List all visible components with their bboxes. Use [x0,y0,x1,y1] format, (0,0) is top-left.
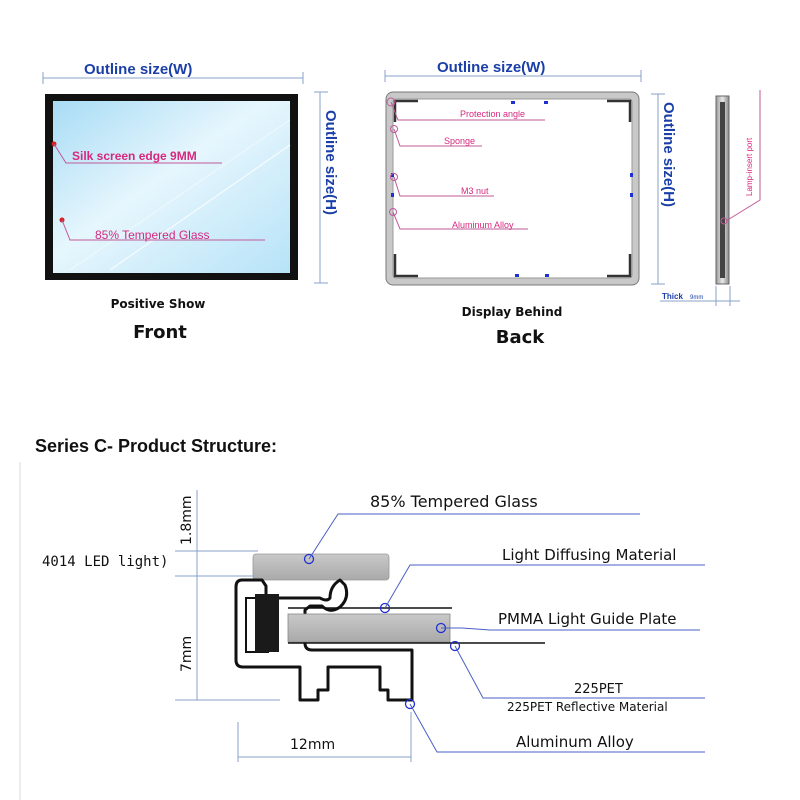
back-caption: Back [496,327,546,348]
structure-title: Series C- Product Structure: [35,436,277,456]
tempered-glass-label: 85% Tempered Glass [370,492,538,511]
front-outline-height-label: Outline size(H) [322,110,339,215]
lamp-insert-port-label: Lamp-insert port [745,137,754,196]
dim-12mm: 12mm [290,737,335,753]
structure-section: Series C- Product Structure: 1.8mm 7mm 4… [19,436,705,800]
front-caption: Front [133,322,187,343]
aluminum-alloy-back-label: Aluminum Alloy [452,220,514,230]
back-caption-small: Display Behind [462,305,563,319]
aluminum-alloy-label: Aluminum Alloy [516,733,634,751]
pmma-plate [287,613,451,643]
side-view: Lamp-insert port Thick 9mm [660,90,761,306]
front-caption-small: Positive Show [111,297,206,311]
silk-screen-label: Silk screen edge 9MM [72,149,197,163]
light-diffusing-label: Light Diffusing Material [502,546,676,564]
led-light-label: 4014 LED light) [42,554,168,570]
corner-brackets [393,99,632,278]
frame-markers [391,101,633,277]
front-outline-width-label: Outline size(W) [84,61,192,78]
back-inner [392,98,633,279]
pmma-label: PMMA Light Guide Plate [498,610,677,628]
thick-value: 9mm [690,295,703,301]
m3-nut-label: M3 nut [461,186,489,196]
back-view: Outline size(W) Protection angle [384,59,677,348]
led-block [255,594,279,652]
dim-1-8mm: 1.8mm [179,495,195,545]
thick-label: Thick [662,292,683,301]
front-glass-label: 85% Tempered Glass [95,228,210,242]
sponge-label: Sponge [444,136,475,146]
back-outline-height-label: Outline size(H) [660,102,677,207]
lamp-port-marker [720,217,728,225]
aluminum-profile [234,578,414,702]
glass-marker-circle [303,553,315,565]
dim-7mm: 7mm [179,636,195,672]
tempered-glass-bar [252,553,390,581]
back-outline-width-label: Outline size(W) [437,59,545,76]
front-view: Outline size(W) Silk screen edge 9MM 85%… [42,61,339,343]
pet-reflective-label: 225PET Reflective Material [507,700,668,714]
pet-label: 225PET [574,682,623,697]
protection-angle-label: Protection angle [460,109,525,119]
front-glass [53,101,290,273]
